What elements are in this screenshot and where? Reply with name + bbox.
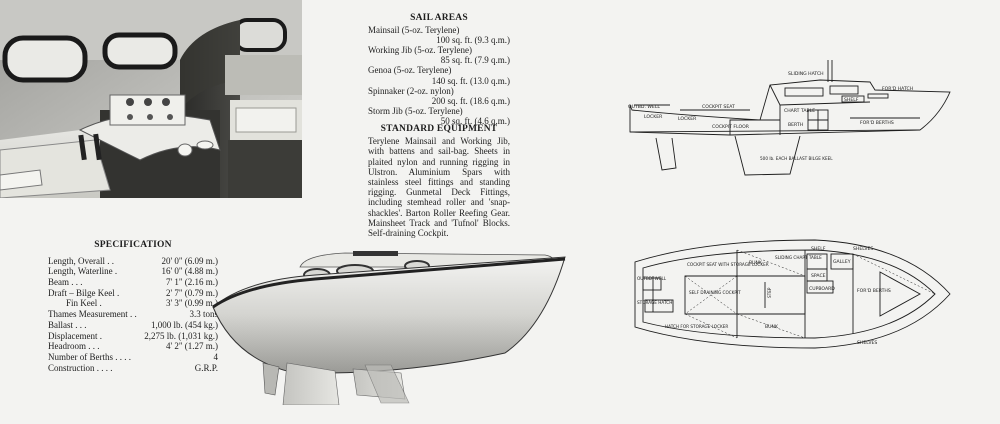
label-space: SPACE [811,273,826,279]
spec-label: Displacement . [48,330,102,341]
sail-name: Genoa (5-oz. Terylene) [368,65,452,76]
spec-row: Fin Keel . 3' 3" (0.99 m.) [48,298,218,309]
label-cockpit-seat: COCKPIT SEAT [702,104,735,110]
spec-value: 4 [213,351,219,362]
label-galley: GALLEY [833,259,851,265]
spec-label: Beam . . . [48,277,83,288]
spec-label: Headroom . . . [48,341,100,352]
label-cockpit-floor: COCKPIT FLOOR [712,124,750,130]
label-storage-hatch: STORAGE HATCH [637,300,672,305]
spec-value: 3.3 tons [189,309,218,320]
sail-areas-title: SAIL AREAS [410,13,468,23]
sail-name: Storm Jib (5-oz. Terylene) [368,105,463,116]
spec-value: 7' 1" (2.16 m.) [165,277,218,288]
spec-row: Headroom . . . 4' 2" (1.27 m.) [48,341,218,352]
spec-value: 2,275 lb. (1,031 kg.) [144,330,218,341]
label-fwd-berths: FOR'D BERTHS [857,288,891,294]
spec-label: Fin Keel . [48,298,102,309]
label-shelf: SHELF [811,246,826,252]
spec-value: 16' 0" (4.88 m.) [161,266,218,277]
sail-area: 85 sq. ft. (7.9 q.m.) [440,55,510,66]
sail-area: 100 sq. ft. (9.3 q.m.) [436,35,510,46]
side-elevation-plan: SLIDING HATCH FOR'D HATCH OUTBD. WELL LO… [628,60,951,176]
label-self-draining-cockpit: SELF DRAINING COCKPIT [689,290,741,295]
standard-equipment-title: STANDARD EQUIPMENT [380,124,498,134]
spec-row: Ballast . . . 1,000 lb. (454 kg.) [48,320,218,331]
sail-area: 140 sq. ft. (13.0 q.m.) [431,75,510,86]
spec-row: Construction . . . . G.R.P. [48,363,218,374]
label-fwd-berths: FOR'D BERTHS [860,120,894,126]
label-outboard-well: OUTBD. WELL [628,104,660,110]
label-shelf: SHELF [844,97,859,103]
spec-label: Ballast . . . [48,319,87,330]
label-bunk: BUNK [765,324,779,330]
cabin-interior-photo [0,0,302,198]
label-hatch-for-storage-locker: HATCH FOR STORAGE LOCKER [665,324,728,329]
spec-row: Beam . . . 7' 1" (2.16 m.) [48,277,218,288]
spec-row: Thames Measurement . . 3.3 tons [48,309,218,320]
label-fwd-hatch: FOR'D HATCH [882,86,913,92]
spec-row: Length, Waterline . 16' 0" (4.88 m.) [48,266,218,277]
standard-equipment-text: Terylene Mainsail and Working Jib, with … [368,136,510,239]
spec-row: Number of Berths . . . . 4 [48,352,218,363]
spec-label: Draft – Bilge Keel . [48,287,120,298]
specification-section: SPECIFICATION Length, Overall . . 20' 0" … [48,240,218,373]
spec-label: Construction . . . . [48,362,113,373]
label-step: STEP [767,287,772,298]
label-berth: BERTH [788,122,803,128]
spec-row: Draft – Bilge Keel . 2' 7" (0.79 m.) [48,288,218,299]
spec-label: Thames Measurement . . [48,309,137,320]
spec-label: Number of Berths . . . . [48,351,131,362]
label-chart-table: CHART TABLE [784,108,815,114]
sail-area: 50 sq. ft. (4.6 q.m.) [440,115,510,126]
label-outboard-well: OUTBD. WELL [637,276,667,281]
label-cupboard: CUPBOARD [809,286,835,292]
label-cockpit-seat: COCKPIT SEAT WITH STORAGE LOCKER [687,262,769,267]
label-ballast: 500 lb. EACH BALLAST BILGE KEEL [760,156,833,161]
sail-name: Mainsail (5-oz. Terylene) [368,25,460,36]
sail-area: 200 sq. ft. (18.6 q.m.) [431,95,510,106]
spec-label: Length, Overall . . [48,255,114,266]
spec-label: Length, Waterline . [48,266,118,277]
spec-value: 4' 2" (1.27 m.) [165,341,218,352]
sail-name: Working Jib (5-oz. Terylene) [368,45,472,56]
label-locker: LOCKER [678,116,697,122]
specification-title: SPECIFICATION [94,240,172,250]
spec-value: 3' 3" (0.99 m.) [165,298,218,309]
spec-value: G.R.P. [194,362,218,373]
standard-equipment-section: STANDARD EQUIPMENT Terylene Mainsail and… [368,124,510,238]
accommodation-plan: SHELF SHELVES SHELVES COCKPIT SEAT WITH … [634,239,951,349]
label-shelves: SHELVES [853,246,873,252]
label-sliding-hatch: SLIDING HATCH [788,71,824,77]
spec-row: Length, Overall . . 20' 0" (6.09 m.) [48,256,218,267]
label-shelves: SHELVES [857,340,877,346]
hull-rendering [212,251,566,405]
label-sliding-chart-table: SLIDING CHART TABLE [775,255,822,260]
sail-areas-section: SAIL AREAS Mainsail (5-oz. Terylene) 100… [368,13,510,126]
spec-value: 20' 0" (6.09 m.) [161,255,218,266]
spec-value: 2' 7" (0.79 m.) [165,287,218,298]
spec-value: 1,000 lb. (454 kg.) [151,319,218,330]
sail-name: Spinnaker (2-oz. nylon) [368,85,454,96]
spec-row: Displacement . 2,275 lb. (1,031 kg.) [48,331,218,342]
label-locker: LOCKER [644,114,663,120]
label-bunk: BUNK [749,260,763,266]
